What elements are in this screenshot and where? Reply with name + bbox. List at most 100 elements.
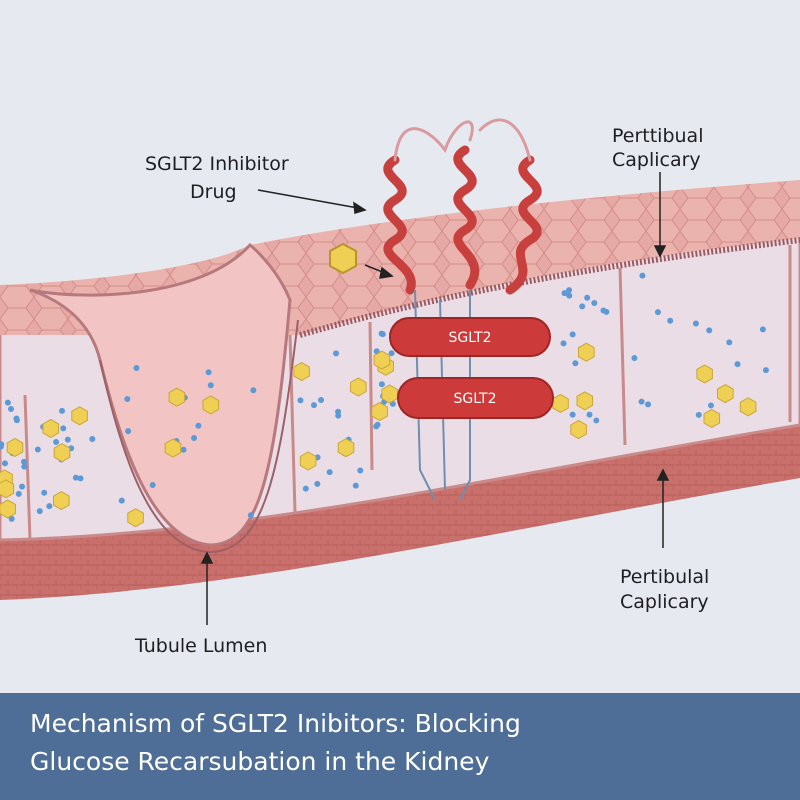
sodium-dot xyxy=(378,381,385,388)
sodium-dot xyxy=(600,307,607,314)
bottom-capillary-label-line1: Pertibulal xyxy=(620,566,710,588)
sodium-dot xyxy=(388,350,395,357)
sodium-dot xyxy=(46,503,53,510)
sodium-dot xyxy=(250,387,257,394)
glucose-hexagon-icon xyxy=(337,438,355,458)
sodium-dot xyxy=(21,463,28,470)
sodium-dot xyxy=(572,360,579,367)
sodium-dot xyxy=(13,417,20,424)
sodium-dot xyxy=(207,382,214,389)
sodium-dot xyxy=(762,367,769,374)
sodium-dot xyxy=(591,299,598,306)
sodium-dot xyxy=(297,397,304,404)
glucose-hexagon-icon xyxy=(552,393,569,413)
glucose-hexagon-icon xyxy=(42,418,60,438)
sodium-dot xyxy=(586,411,593,418)
glucose-hexagon-icon xyxy=(576,391,594,411)
top-capillary-label-line1: Perttibual xyxy=(612,125,704,147)
basement-layer xyxy=(0,420,800,600)
sodium-dot xyxy=(89,435,96,442)
sodium-dot xyxy=(631,355,638,362)
sodium-dot xyxy=(310,402,317,409)
sodium-dot xyxy=(692,320,699,327)
glucose-hexagon-icon xyxy=(71,406,88,426)
glucose-hexagon-icon xyxy=(703,408,721,428)
glucose-hexagon-icon xyxy=(570,419,587,440)
sodium-dot xyxy=(41,489,48,496)
glucose-hexagon-icon xyxy=(0,499,16,519)
glucose-hexagon-icon xyxy=(6,437,24,457)
sodium-dot xyxy=(759,326,766,333)
sodium-dot xyxy=(638,398,645,405)
sodium-dot xyxy=(352,482,359,489)
title-banner: Mechanism of SGLT2 Inibitors: Blocking G… xyxy=(0,693,800,800)
glucose-hexagon-icon xyxy=(739,397,757,417)
glucose-hexagon-icon xyxy=(202,395,220,415)
sodium-dot xyxy=(706,327,713,334)
drug-label-line1: SGLT2 Inhibitor xyxy=(145,153,289,175)
sodium-dot xyxy=(8,515,15,522)
top-capillary-label-line2: Caplicary xyxy=(612,149,701,171)
glucose-hexagon-icon xyxy=(371,402,388,422)
sodium-dot xyxy=(333,350,340,357)
sodium-dot xyxy=(569,411,576,418)
sodium-dot xyxy=(180,446,187,453)
glucose-hexagon-icon xyxy=(53,443,71,463)
sodium-dot xyxy=(34,446,41,453)
sodium-dot xyxy=(593,417,600,424)
glucose-hexagon-icon xyxy=(381,384,398,404)
title-line2: Glucose Recarsubation in the Kidney xyxy=(30,747,490,776)
sodium-dot xyxy=(0,443,4,450)
sodium-dot xyxy=(64,436,71,443)
sglt2-label-1: SGLT2 xyxy=(448,330,491,346)
sodium-dot xyxy=(19,483,26,490)
glucose-hexagon-icon xyxy=(696,364,713,384)
glucose-hexagon-icon xyxy=(373,350,391,370)
kidney-tubule-illustration: SGLT2 SGLT2 xyxy=(0,118,800,625)
glucose-hexagon-icon xyxy=(168,387,186,407)
sodium-dot xyxy=(726,339,733,346)
sodium-dot xyxy=(133,365,140,372)
sodium-dot xyxy=(36,508,43,515)
sodium-dot xyxy=(247,512,254,519)
glucose-hexagon-icon xyxy=(0,479,15,499)
sglt2-inhibitor-helices xyxy=(383,118,542,295)
sodium-dot xyxy=(569,331,576,338)
sodium-dot xyxy=(584,294,591,301)
sodium-dot xyxy=(4,399,11,406)
sodium-dot xyxy=(302,485,309,492)
sodium-dot xyxy=(566,287,573,294)
glucose-hexagon-icon xyxy=(717,384,734,404)
sodium-dot xyxy=(124,396,131,403)
sodium-dot xyxy=(59,407,66,414)
glucose-hexagon-icon xyxy=(350,377,367,397)
sodium-dot xyxy=(560,340,567,347)
glucose-hexagon-icon xyxy=(127,508,144,528)
sodium-dot xyxy=(561,290,568,297)
sodium-dot xyxy=(2,460,9,467)
sodium-dot xyxy=(205,369,212,376)
sodium-dot xyxy=(77,475,84,482)
sodium-dot xyxy=(695,411,702,418)
sodium-dot xyxy=(707,402,714,409)
glucose-hexagon-icon xyxy=(53,491,70,511)
glucose-hexagon-icon xyxy=(578,342,595,362)
sodium-dot xyxy=(566,292,573,299)
sodium-dot xyxy=(53,439,60,446)
sodium-dot xyxy=(667,317,674,324)
glucose-hexagon-icon xyxy=(164,438,182,458)
sodium-dot xyxy=(645,401,652,408)
drug-molecule-icon xyxy=(329,242,357,275)
sodium-dot xyxy=(72,474,79,481)
sodium-dot xyxy=(60,425,67,432)
sodium-dot xyxy=(118,497,125,504)
sodium-dot xyxy=(20,458,27,465)
sodium-dot xyxy=(374,421,381,428)
glucose-hexagon-icon xyxy=(299,451,317,471)
sodium-dot xyxy=(357,467,364,474)
sodium-dot xyxy=(654,309,661,316)
sodium-dot xyxy=(125,428,132,435)
sodium-dot xyxy=(149,482,156,489)
sodium-dot xyxy=(379,331,386,338)
sodium-dot xyxy=(326,469,333,476)
